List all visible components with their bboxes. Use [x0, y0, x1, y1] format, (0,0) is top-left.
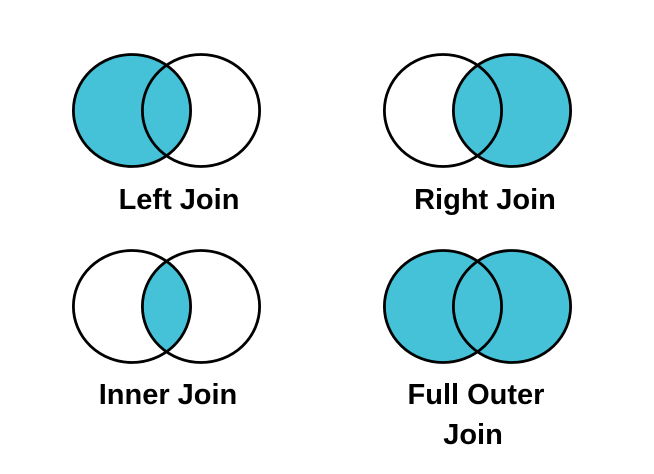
panel-label: Right Join	[414, 184, 556, 216]
panel-full-outer-join: Full Outer Join	[383, 249, 572, 451]
right-circle-outline	[451, 249, 572, 364]
panel-left-join: Left Join	[72, 53, 261, 216]
panel-label-line2: Join	[443, 419, 503, 451]
left-circle-outline	[72, 249, 192, 364]
right-circle-outline	[140, 249, 261, 364]
intersection-lens	[453, 250, 502, 363]
panel-inner-join: Inner Join	[72, 249, 261, 411]
intersection-lens	[142, 54, 191, 167]
panel-label: Inner Join	[99, 379, 238, 411]
left-circle-outline	[72, 53, 192, 168]
panel-label: Left Join	[119, 184, 240, 216]
right-circle-outline	[451, 53, 572, 168]
right-circle-outline	[140, 53, 261, 168]
panel-right-join: Right Join	[383, 53, 572, 216]
intersection-lens	[453, 54, 502, 167]
intersection-lens	[142, 250, 191, 363]
panel-label-line1: Full Outer	[408, 379, 545, 411]
left-circle-outline	[383, 53, 503, 168]
left-circle-outline	[383, 249, 503, 364]
